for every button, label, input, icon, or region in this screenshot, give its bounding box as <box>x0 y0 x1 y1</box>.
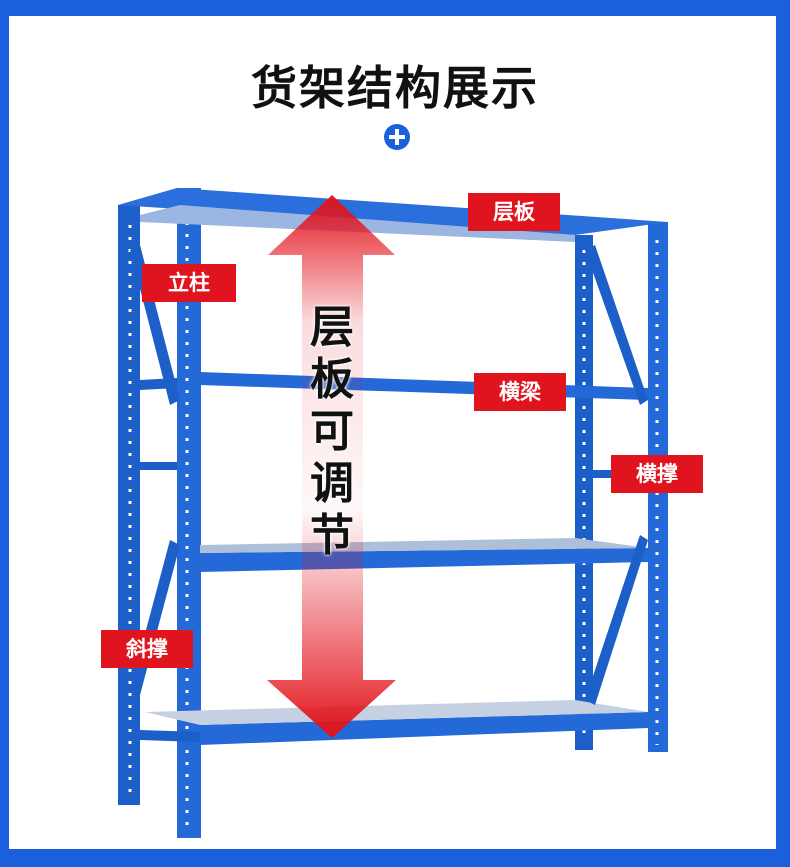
plus-circle-icon <box>384 124 410 150</box>
label-shelf: 层板 <box>468 193 560 231</box>
label-beam: 横梁 <box>474 373 566 411</box>
adjustable-shelf-text: 层 板 可 调 节 <box>310 302 354 561</box>
label-upright: 立柱 <box>142 264 236 302</box>
label-cross-brace: 横撑 <box>611 455 703 493</box>
page-title: 货架结构展示 <box>251 61 539 115</box>
label-diagonal-brace: 斜撑 <box>101 630 193 668</box>
